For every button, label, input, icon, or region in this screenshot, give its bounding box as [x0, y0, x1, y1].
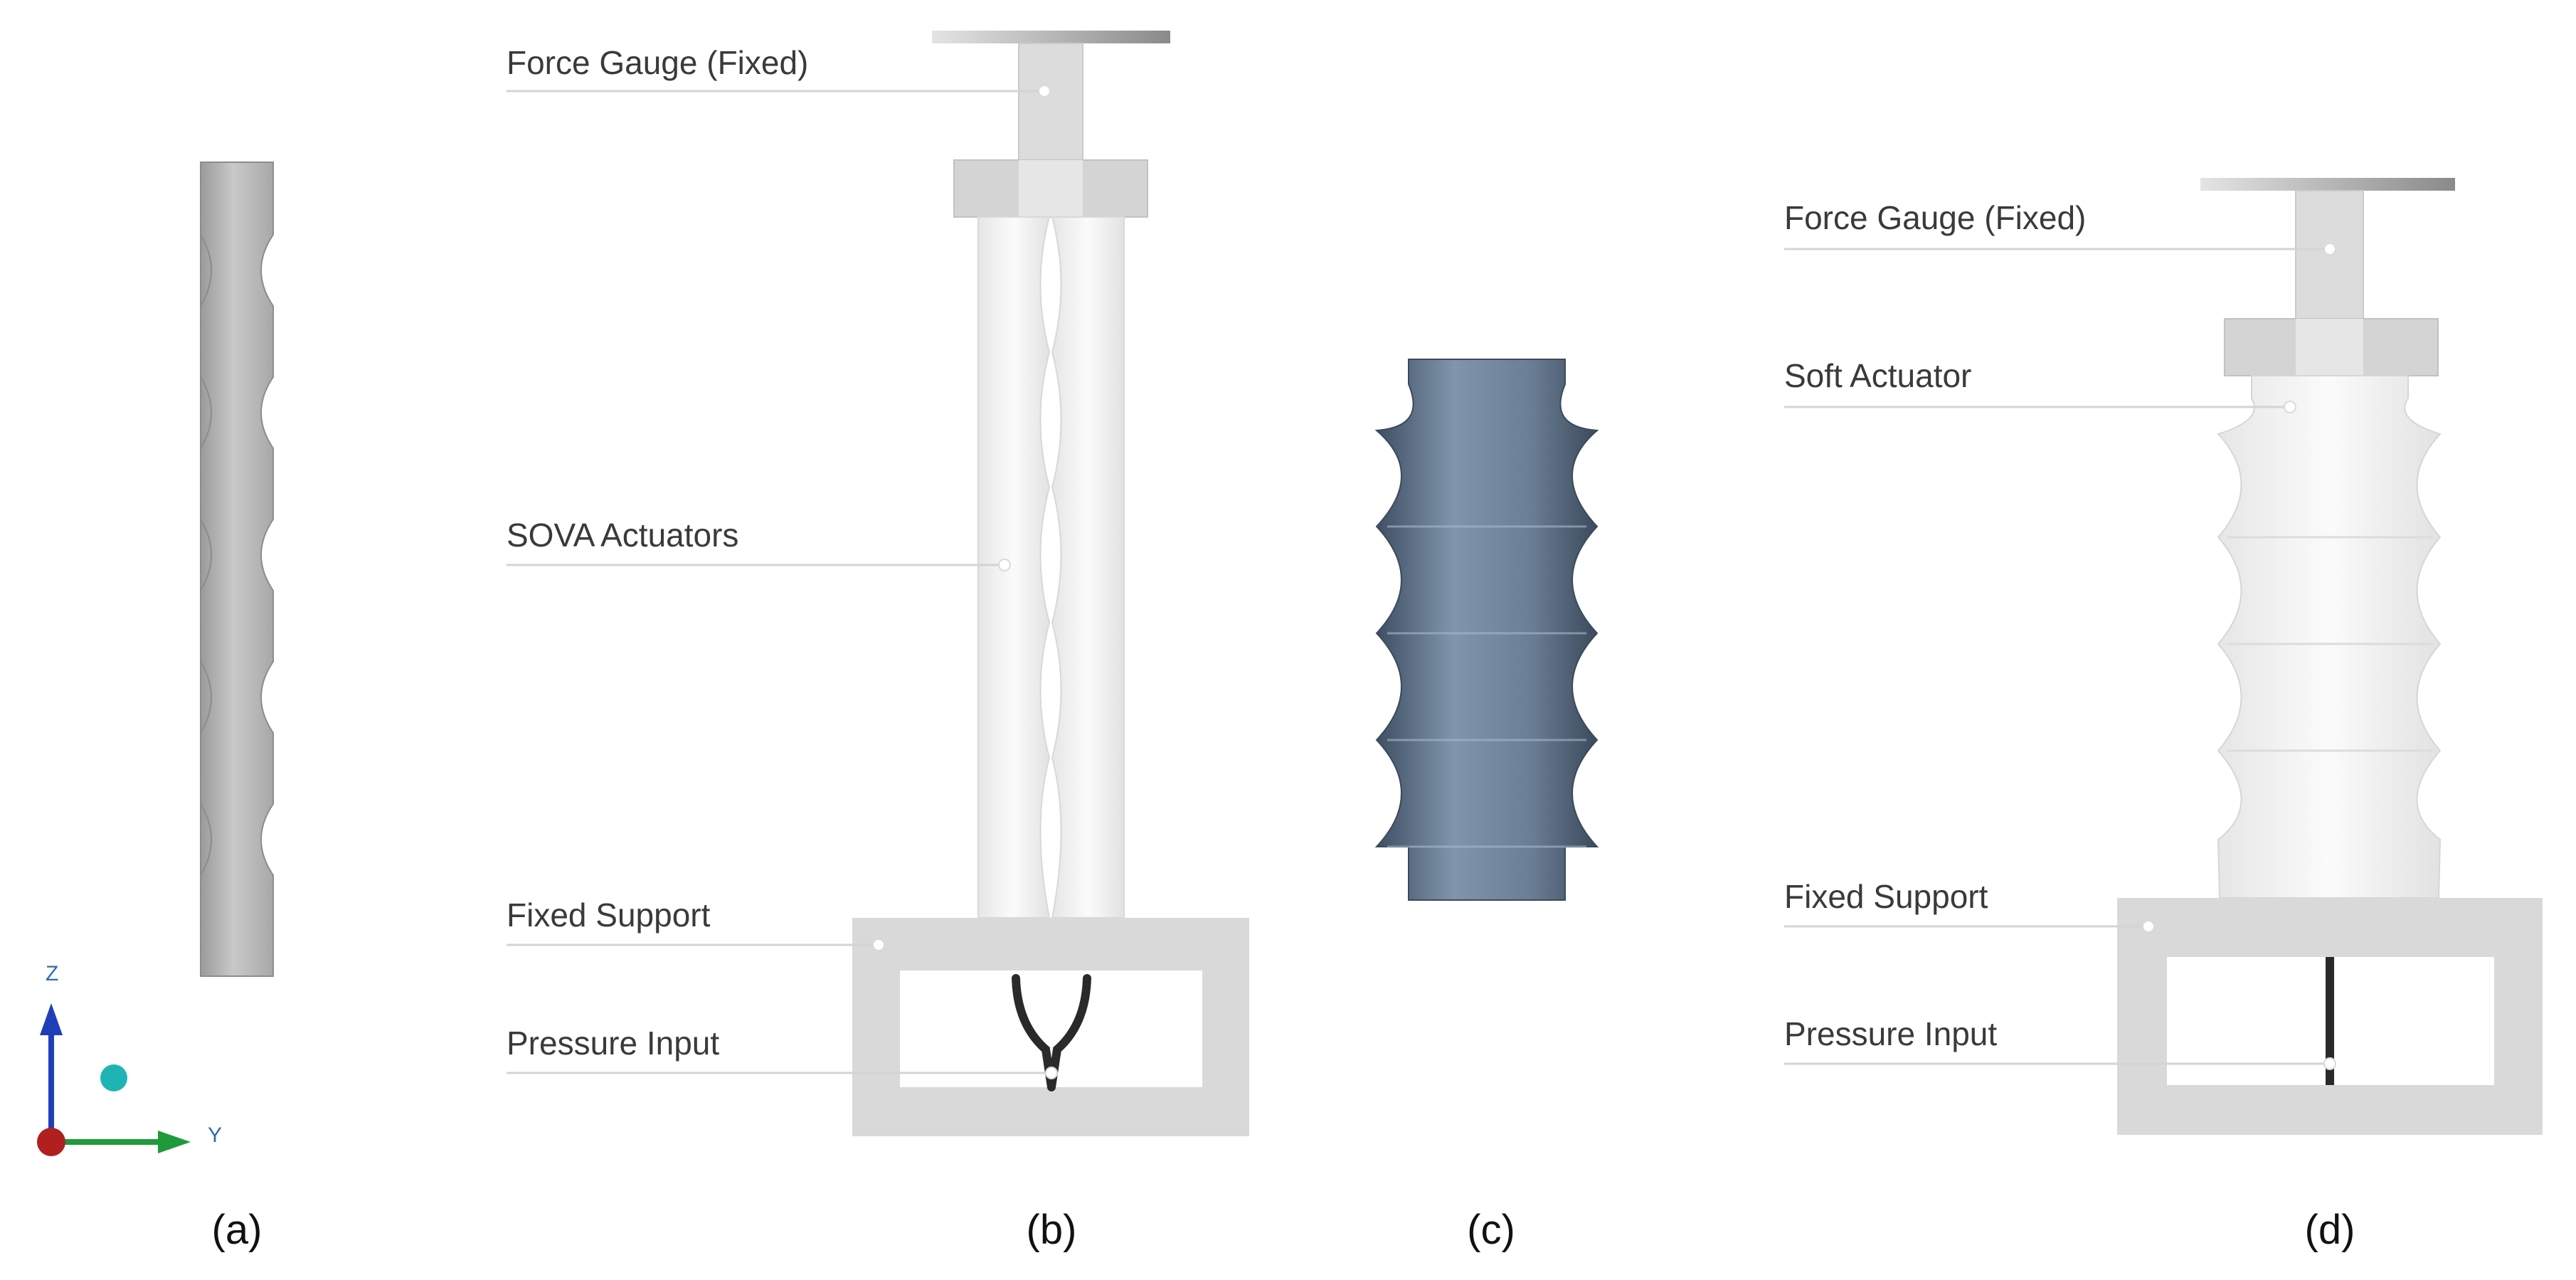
origin-sphere	[37, 1128, 65, 1156]
caption-d: (d)	[2305, 1207, 2355, 1253]
bellows-actuator-blue	[1374, 359, 1599, 901]
sova-actuator-side-view	[200, 162, 274, 977]
force-gauge-stem	[1018, 43, 1083, 162]
label-force-gauge-d: Force Gauge (Fixed)	[1784, 199, 2086, 236]
x-axis-dot	[100, 1064, 127, 1091]
panel-c: (c)	[1374, 359, 1599, 1253]
callout-leaders-d	[1784, 243, 2336, 1070]
soft-actuator-ridges	[2227, 536, 2433, 752]
label-pressure-input-d: Pressure Input	[1784, 1015, 1997, 1052]
pressure-tube	[1012, 974, 1091, 1091]
y-axis-label: Y	[208, 1123, 222, 1147]
label-fixed-support-d: Fixed Support	[1784, 878, 1988, 915]
y-axis-arrowhead	[158, 1131, 191, 1153]
soft-actuator	[2217, 375, 2442, 899]
z-axis-label: Z	[46, 962, 58, 985]
fixed-support-frame	[852, 918, 1249, 1136]
clamp-inner	[1019, 160, 1083, 217]
bellows-ridge-lines	[1387, 525, 1586, 848]
panel-b: Force Gauge (Fixed) SOVA Actuators Fixed…	[507, 31, 1249, 1253]
label-fixed-support-b: Fixed Support	[507, 896, 711, 933]
sova-actuator-left	[977, 216, 1051, 919]
label-soft-actuator: Soft Actuator	[1784, 357, 1971, 394]
z-axis-arrowhead	[40, 1003, 63, 1035]
coordinate-triad: Z Y	[37, 962, 222, 1156]
force-gauge-top-bar-d	[2200, 178, 2455, 191]
panel-d: Force Gauge (Fixed) Soft Actuator Fixed …	[1784, 178, 2543, 1253]
caption-c: (c)	[1467, 1207, 1515, 1253]
fixed-support-frame-d	[2117, 898, 2543, 1135]
force-gauge-top-bar	[932, 31, 1170, 43]
caption-a: (a)	[212, 1207, 263, 1253]
caption-b: (b)	[1027, 1207, 1077, 1253]
label-sova-actuators: SOVA Actuators	[507, 517, 738, 554]
label-pressure-input-b: Pressure Input	[507, 1025, 719, 1062]
callout-leaders-b	[507, 85, 1058, 1079]
clamp-inner-d	[2296, 319, 2363, 376]
label-force-gauge-b: Force Gauge (Fixed)	[507, 44, 808, 81]
sova-actuator-right	[1051, 216, 1125, 919]
panel-a: Z Y (a)	[37, 162, 274, 1253]
